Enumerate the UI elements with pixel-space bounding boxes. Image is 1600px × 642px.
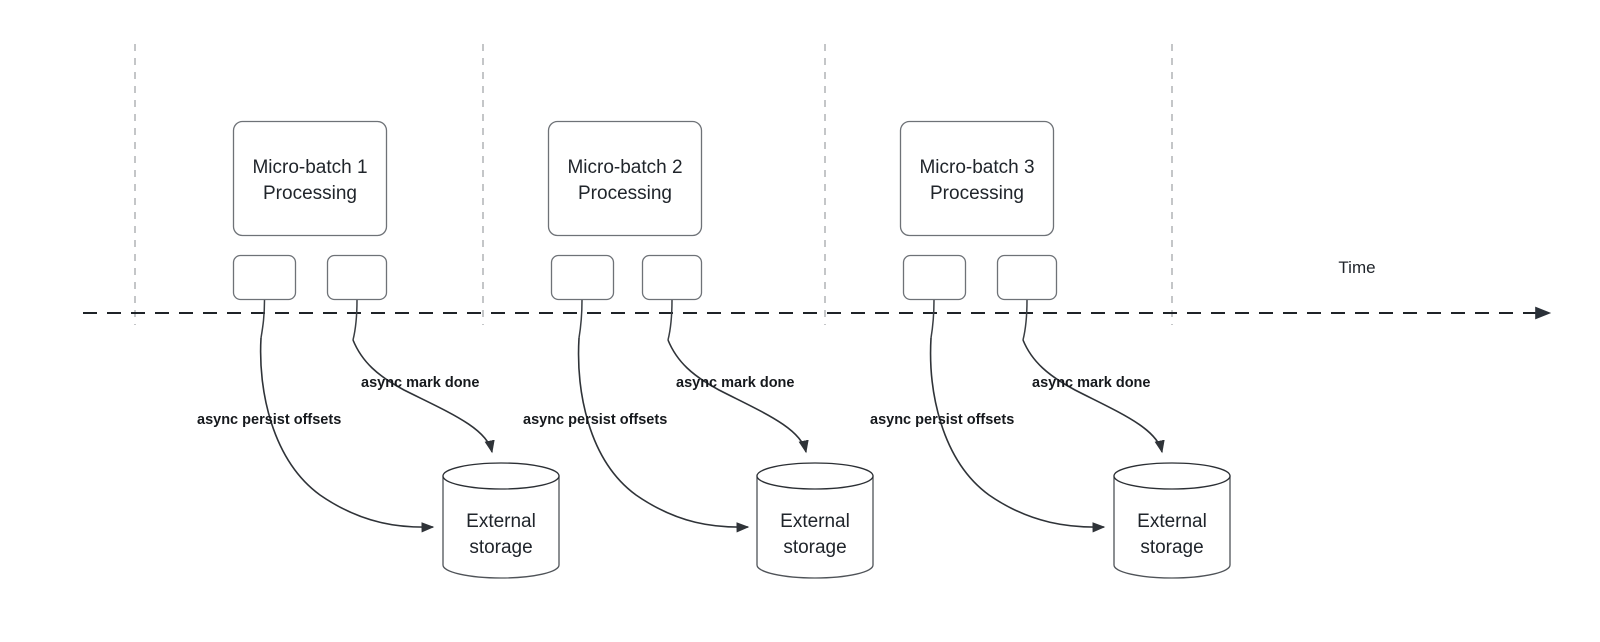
micro-batch-3-box[interactable]: Micro-batch 3 Processing	[899, 120, 1055, 237]
storage-3-label-line2: storage	[1140, 537, 1203, 558]
mb3-task-box-b[interactable]	[996, 254, 1058, 301]
micro-batch-3-box-rect[interactable]	[899, 120, 1055, 237]
storage-2-top	[756, 462, 874, 490]
storage-2-body[interactable]	[756, 475, 874, 579]
mb3-task-a-connector	[930, 299, 935, 339]
mb3-persist-offsets-label: async persist offsets	[870, 412, 1014, 428]
storage-1-label-line1: External	[466, 511, 536, 532]
micro-batch-2-box-rect[interactable]	[547, 120, 703, 237]
time-axis-label: Time	[1338, 258, 1375, 277]
time-axis-group: Time	[83, 258, 1552, 320]
mb2-task-a-connector	[578, 299, 583, 339]
external-storage-3[interactable]: External storage	[1113, 462, 1231, 579]
mb1-mark-done-label: async mark done	[361, 375, 479, 391]
storage-3-body[interactable]	[1113, 475, 1231, 579]
micro-batch-1-box[interactable]: Micro-batch 1 Processing	[232, 120, 388, 237]
external-storage-2[interactable]: External storage	[756, 462, 874, 579]
mb1-task-b-connector	[352, 299, 358, 341]
micro-batch-2-box[interactable]: Micro-batch 2 Processing	[547, 120, 703, 237]
micro-batch-1-label-line1: Micro-batch 1	[252, 157, 367, 178]
micro-batch-2-group: Micro-batch 2 Processing External storag…	[523, 120, 874, 579]
mb3-mark-done-label: async mark done	[1032, 375, 1150, 391]
mb2-task-box-b[interactable]	[641, 254, 703, 301]
storage-1-top	[442, 462, 560, 490]
storage-2-label-line1: External	[780, 511, 850, 532]
mb2-mark-done-label: async mark done	[676, 375, 794, 391]
mb2-task-box-a[interactable]	[550, 254, 615, 301]
mb2-persist-offsets-curve	[577, 337, 750, 533]
micro-batch-2-label-line2: Processing	[578, 183, 672, 204]
mb1-persist-offsets-curve	[259, 337, 435, 533]
storage-3-top	[1113, 462, 1231, 490]
micro-batch-1-box-rect[interactable]	[232, 120, 388, 237]
mb2-mark-done-curve	[667, 339, 809, 454]
mb2-persist-offsets-label: async persist offsets	[523, 412, 667, 428]
storage-3-label-line1: External	[1137, 511, 1207, 532]
mb3-persist-offsets-curve	[929, 337, 1106, 533]
tick-lines-group	[134, 44, 1173, 325]
mb2-task-b-connector	[667, 299, 673, 341]
micro-batch-1-label-line2: Processing	[263, 183, 357, 204]
storage-2-label-line2: storage	[783, 537, 846, 558]
storage-1-body[interactable]	[442, 475, 560, 579]
mb1-task-box-b[interactable]	[326, 254, 388, 301]
external-storage-1[interactable]: External storage	[442, 462, 560, 579]
micro-batch-3-label-line1: Micro-batch 3	[919, 157, 1034, 178]
mb1-task-box-a[interactable]	[232, 254, 297, 301]
mb3-task-box-a[interactable]	[902, 254, 967, 301]
storage-1-label-line2: storage	[469, 537, 532, 558]
micro-batch-3-group: Micro-batch 3 Processing External storag…	[870, 120, 1231, 579]
mb3-mark-done-curve	[1022, 339, 1165, 454]
mb3-task-b-connector	[1022, 299, 1028, 341]
micro-batch-3-label-line2: Processing	[930, 183, 1024, 204]
micro-batch-1-group: Micro-batch 1 Processing External storag…	[197, 120, 560, 579]
mb1-mark-done-curve	[352, 339, 495, 454]
mb1-task-a-connector	[260, 299, 266, 339]
mb1-persist-offsets-label: async persist offsets	[197, 412, 341, 428]
micro-batch-2-label-line1: Micro-batch 2	[567, 157, 682, 178]
